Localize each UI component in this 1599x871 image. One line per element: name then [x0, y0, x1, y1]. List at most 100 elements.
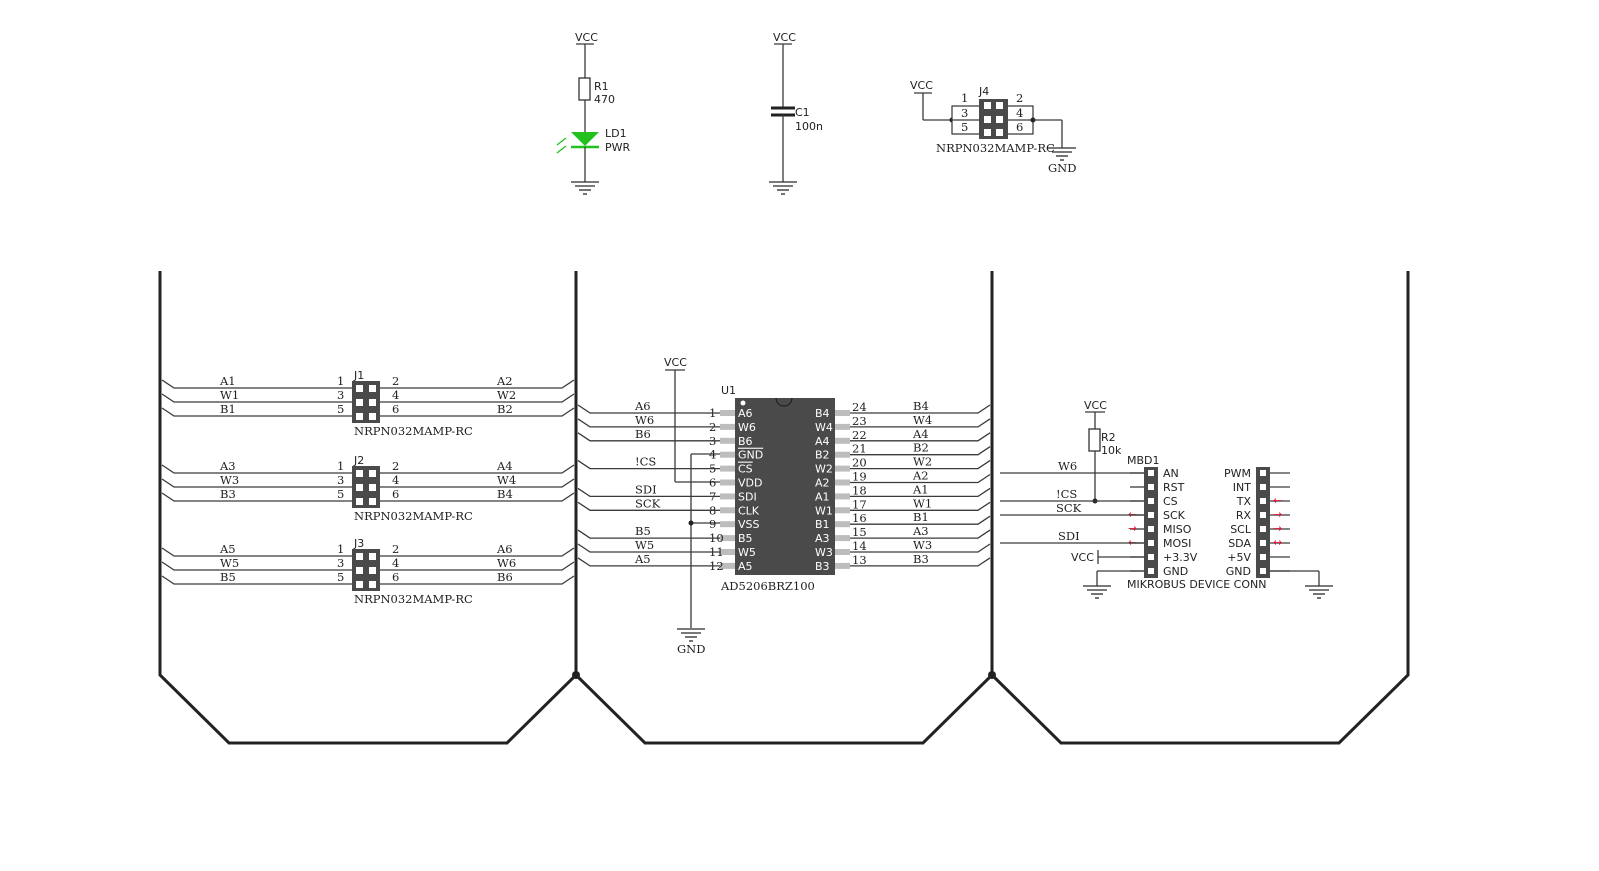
jumper-pin-hole	[356, 498, 363, 505]
net-label: W3	[220, 473, 239, 487]
mikrobus-left-label: MISO	[1163, 523, 1192, 536]
mikrobus-left-label: MOSI	[1163, 537, 1191, 550]
u1-ref: U1	[721, 384, 736, 397]
gnd-icon	[571, 181, 599, 195]
jumper-pin-hole	[369, 553, 376, 560]
net-wire	[161, 393, 352, 403]
u1-pin-number: 20	[852, 456, 867, 470]
svg-text:!CS: !CS	[1056, 487, 1077, 501]
pin-number: 2	[392, 374, 399, 388]
jumper-ref: J1	[353, 369, 364, 382]
svg-text:SDI: SDI	[1058, 529, 1080, 543]
r2-value: 10k	[1101, 444, 1122, 457]
net-wire	[380, 492, 575, 502]
vcc-label: VCC	[773, 31, 796, 44]
pin-number: 1	[337, 374, 344, 388]
net-label: A2	[912, 469, 929, 483]
mikrobus-left-label: +3.3V	[1163, 551, 1198, 564]
vcc-label: VCC	[575, 31, 598, 44]
net-wire	[380, 547, 575, 557]
net-wire	[161, 547, 352, 557]
pin-number: 6	[392, 487, 399, 501]
u1-pin-name: CS	[738, 463, 753, 476]
pin-number: 1	[337, 459, 344, 473]
jumper-pin-hole	[369, 498, 376, 505]
mikrobus-left-label: CS	[1163, 495, 1178, 508]
mikrobus-pin	[1260, 540, 1266, 546]
net-label: B2	[913, 441, 929, 455]
u1-pin	[720, 479, 735, 486]
u1-pin-number: 19	[852, 470, 867, 484]
net-label: W6	[635, 413, 654, 427]
svg-text:6: 6	[1016, 120, 1023, 134]
jumper-pin-hole	[369, 484, 376, 491]
vcc-label: VCC	[910, 79, 933, 92]
mikrobus-pin	[1260, 526, 1266, 532]
net-label: W5	[220, 556, 239, 570]
u1-pin	[835, 437, 850, 444]
resistor-r1	[578, 77, 591, 101]
u1-pin-number: 6	[709, 476, 716, 490]
net-label: B5	[635, 524, 651, 538]
pin-number: 4	[392, 473, 399, 487]
net-wire	[850, 501, 991, 511]
net-label: W1	[913, 496, 932, 510]
u1-pin	[835, 479, 850, 486]
gnd-icon	[1048, 147, 1076, 161]
resistor-r2	[1088, 428, 1101, 452]
r1-ref: R1	[594, 80, 609, 93]
u1-pin-number: 23	[852, 414, 867, 428]
mbd1-part: MIKROBUS DEVICE CONN	[1127, 578, 1266, 591]
u1-pin-number: 9	[709, 517, 716, 531]
mikrobus-right-label: SCL	[1230, 523, 1252, 536]
u1-pin	[720, 535, 735, 542]
jumper-pin-hole	[369, 399, 376, 406]
net-wire	[161, 478, 352, 488]
net-wire	[577, 487, 720, 498]
pin-number: 1	[337, 542, 344, 556]
jumper-pin-hole	[369, 581, 376, 588]
u1-pin	[835, 451, 850, 458]
u1-pin	[720, 562, 735, 569]
net-wire	[577, 418, 720, 428]
u1-pin-name: VSS	[738, 518, 760, 531]
u1-pin	[835, 507, 850, 514]
mikrobus-left-header	[1144, 467, 1158, 578]
mikrobus-pin	[1148, 540, 1154, 546]
mikrobus-pin	[1260, 568, 1266, 574]
net-label: A1	[912, 482, 929, 496]
net-wire	[380, 561, 575, 571]
mikrobus-pin	[1260, 498, 1266, 504]
net-label: A4	[496, 459, 513, 473]
net-wire	[850, 446, 991, 456]
u1-pin-name: VDD	[738, 477, 762, 490]
mikrobus-left-label: AN	[1163, 467, 1179, 480]
mikrobus-pin	[1260, 512, 1266, 518]
gnd-label: GND	[1048, 161, 1076, 175]
net-label: W3	[913, 538, 932, 552]
u1-pin-number: 17	[852, 497, 867, 511]
pin-number: 3	[337, 388, 344, 402]
svg-text:W6: W6	[1058, 459, 1077, 473]
mikrobus-pin	[1148, 554, 1154, 560]
net-wire	[380, 575, 575, 585]
net-wire	[161, 407, 352, 417]
mikrobus-left-label: SCK	[1163, 509, 1186, 522]
pin-number: 5	[337, 487, 344, 501]
u1-pin-name: CLK	[738, 504, 760, 517]
u1-pin-number: 15	[852, 525, 867, 539]
net-wire	[577, 543, 720, 553]
net-label: A6	[496, 542, 513, 556]
u1-pin-number: 4	[709, 448, 716, 462]
pin-number: 6	[392, 570, 399, 584]
net-label: A1	[219, 374, 236, 388]
u1-pin-name: A2	[815, 477, 830, 490]
gnd-icon	[677, 628, 705, 642]
mikrobus-pin	[1148, 498, 1154, 504]
u1-pin-number: 22	[852, 428, 867, 442]
jumper-pin-hole	[356, 484, 363, 491]
u1-pin	[720, 465, 735, 472]
gnd-label: GND	[677, 642, 705, 656]
